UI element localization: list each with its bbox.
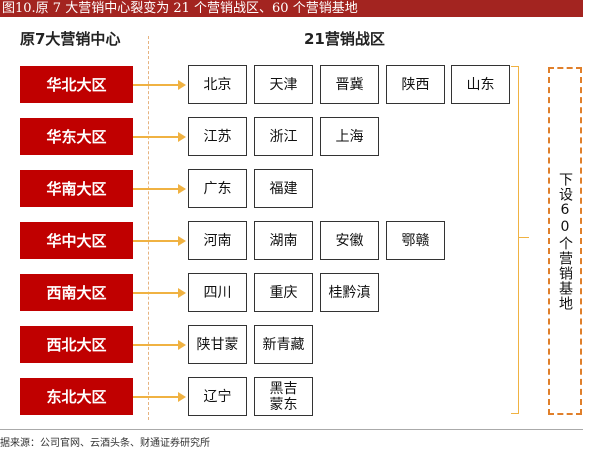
region-box: 鄂赣 (386, 221, 445, 260)
column-divider (148, 36, 149, 420)
source-note: 据来源：公司官网、云酒头条、财通证券研究所 (0, 438, 210, 449)
region-box: 黑吉 蒙东 (254, 377, 313, 416)
center-box: 华东大区 (20, 118, 133, 155)
region-box: 陕西 (386, 65, 445, 104)
arrow-line (133, 292, 178, 294)
base-box: 下设60个营销基地 (548, 67, 582, 415)
region-box: 陕甘蒙 (188, 325, 247, 364)
region-box: 天津 (254, 65, 313, 104)
arrow-head (178, 340, 186, 350)
footer-divider (0, 429, 583, 430)
figure-title: 图10.原 7 大营销中心裂变为 21 个营销战区、60 个营销基地 (0, 0, 583, 17)
arrow-head (178, 132, 186, 142)
bracket-line (518, 66, 519, 414)
bracket-bottom (511, 413, 519, 414)
arrow-line (133, 396, 178, 398)
region-box: 湖南 (254, 221, 313, 260)
region-box: 晋冀 (320, 65, 379, 104)
center-box: 西北大区 (20, 326, 133, 363)
center-box: 西南大区 (20, 274, 133, 311)
center-box: 华中大区 (20, 222, 133, 259)
region-box: 四川 (188, 273, 247, 312)
region-box: 上海 (320, 117, 379, 156)
region-box: 新青藏 (254, 325, 313, 364)
center-box: 东北大区 (20, 378, 133, 415)
region-box: 河南 (188, 221, 247, 260)
region-box: 北京 (188, 65, 247, 104)
bracket-tip (519, 237, 529, 238)
region-box: 桂黔滇 (320, 273, 379, 312)
arrow-head (178, 236, 186, 246)
region-box: 广东 (188, 169, 247, 208)
region-box: 安徽 (320, 221, 379, 260)
region-box: 江苏 (188, 117, 247, 156)
arrow-line (133, 136, 178, 138)
region-box: 山东 (451, 65, 510, 104)
region-box: 辽宁 (188, 377, 247, 416)
region-box: 浙江 (254, 117, 313, 156)
center-box: 华北大区 (20, 66, 133, 103)
arrow-head (178, 184, 186, 194)
arrow-line (133, 188, 178, 190)
arrow-head (178, 80, 186, 90)
arrow-head (178, 392, 186, 402)
arrow-line (133, 344, 178, 346)
left-header: 原7大营销中心 (20, 30, 121, 48)
region-box: 福建 (254, 169, 313, 208)
bracket-top (511, 66, 519, 67)
arrow-head (178, 288, 186, 298)
arrow-line (133, 84, 178, 86)
arrow-line (133, 240, 178, 242)
region-box: 重庆 (254, 273, 313, 312)
center-box: 华南大区 (20, 170, 133, 207)
right-header: 21营销战区 (304, 30, 385, 48)
base-label: 下设60个营销基地 (557, 171, 573, 311)
